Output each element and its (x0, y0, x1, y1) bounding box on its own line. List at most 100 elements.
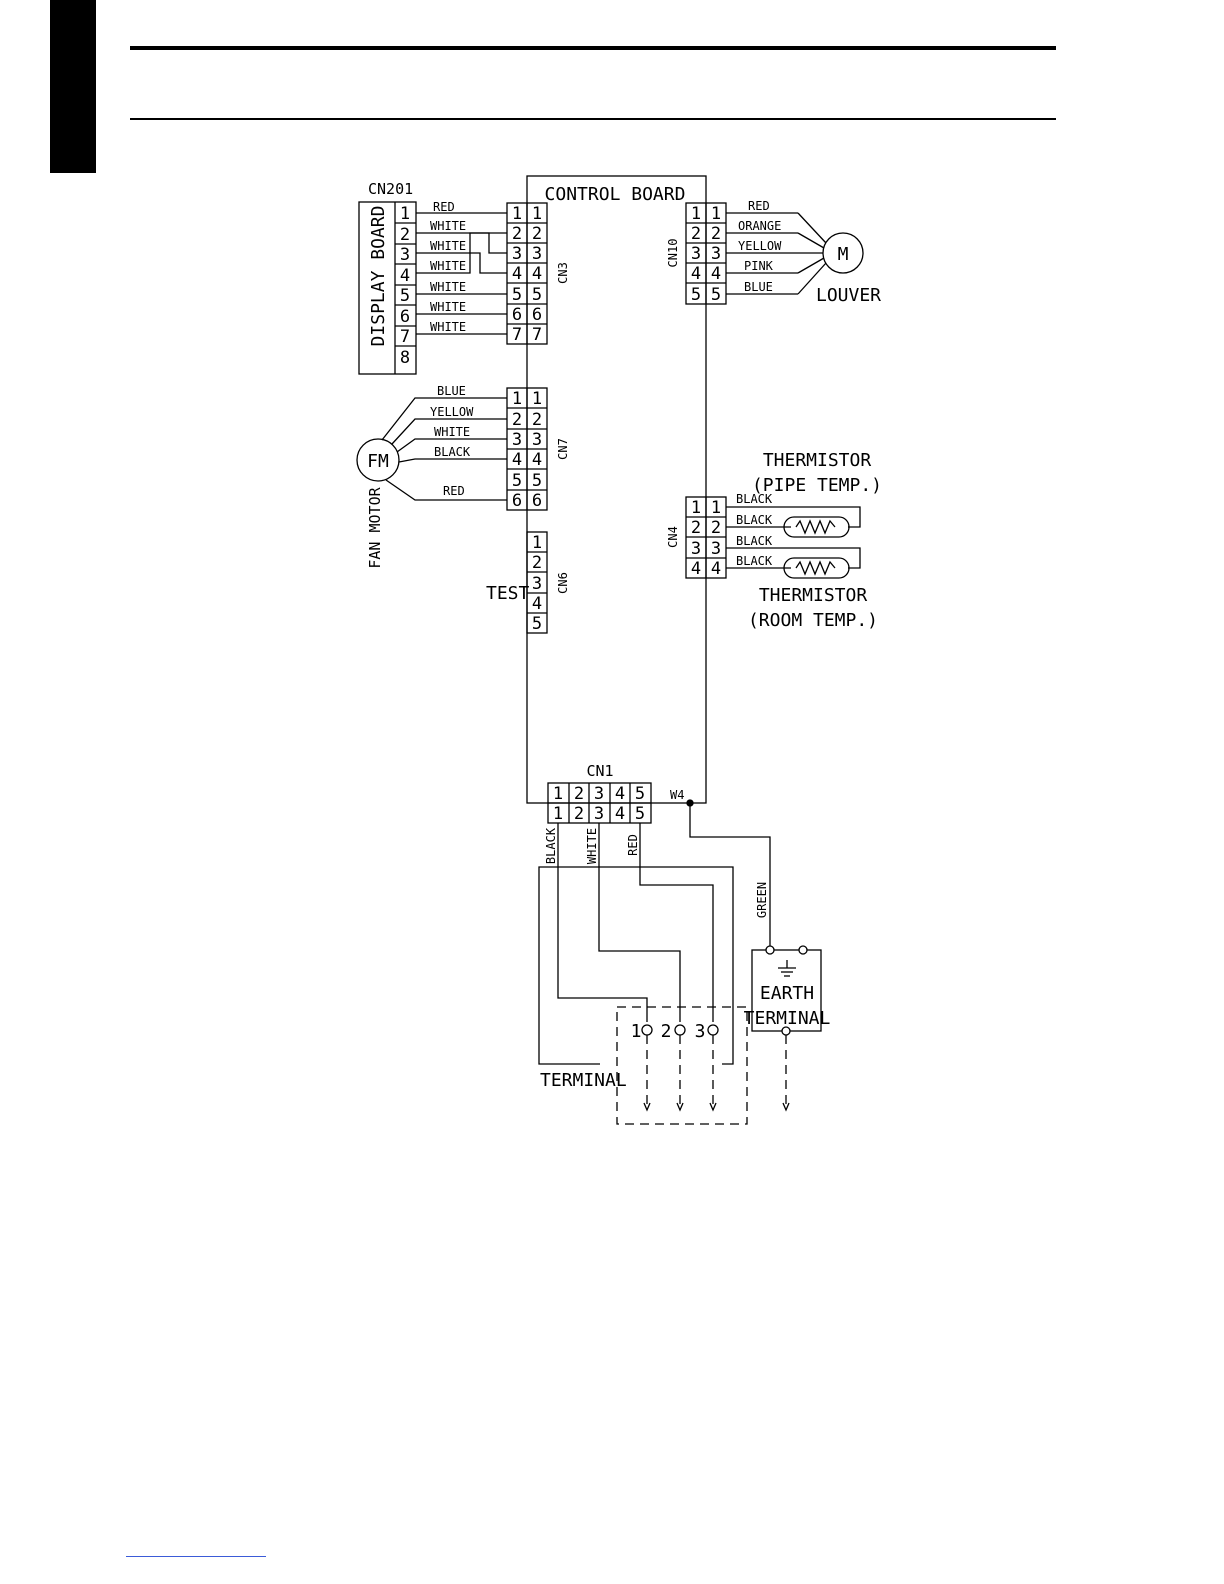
svg-text:2: 2 (532, 224, 542, 244)
svg-text:1: 1 (512, 204, 522, 224)
svg-text:4: 4 (512, 264, 522, 284)
svg-text:3: 3 (532, 244, 542, 264)
svg-text:1: 1 (553, 804, 563, 824)
cn3-connector: 1 1 2 2 3 3 4 4 5 5 6 6 7 7 CN3 (506, 202, 570, 345)
cn6-connector: 1 2 3 4 5 CN6 TEST (486, 531, 570, 634)
ground-wire: GREEN (689, 803, 771, 946)
control-board-label: CONTROL BOARD (545, 184, 686, 205)
svg-text:5: 5 (532, 285, 542, 305)
wire-label: RED (748, 199, 770, 213)
svg-text:4: 4 (711, 559, 721, 579)
terminal-label: TERMINAL (540, 1070, 627, 1091)
svg-text:FM: FM (367, 451, 389, 472)
wire-label: WHITE (434, 425, 470, 439)
wire-label: YELLOW (430, 405, 474, 419)
svg-text:2: 2 (532, 553, 542, 573)
svg-text:7: 7 (512, 325, 522, 345)
display-board-pins: 1 2 3 4 5 6 7 8 (395, 204, 416, 368)
wire-label: WHITE (430, 259, 466, 273)
svg-text:4: 4 (711, 264, 721, 284)
svg-text:3: 3 (594, 784, 604, 804)
cn1-label: CN1 (586, 762, 613, 780)
display-board-outline (358, 201, 417, 375)
terminal-number: 3 (695, 1021, 706, 1042)
cn4-connector: 1 1 2 2 3 3 4 4 CN4 (666, 496, 727, 579)
wire-label: PINK (744, 259, 774, 273)
footer-rule (126, 1556, 266, 1557)
wire-label: GREEN (755, 882, 769, 918)
wire-label: WHITE (430, 320, 466, 334)
svg-text:6: 6 (532, 491, 542, 511)
svg-text:1: 1 (553, 784, 563, 804)
cn201-pin: 1 (400, 204, 410, 224)
svg-text:5: 5 (635, 804, 645, 824)
thermistor-pipe-icon: THERMISTOR (PIPE TEMP.) (752, 450, 882, 538)
louver-label: LOUVER (816, 285, 881, 306)
svg-text:5: 5 (512, 471, 522, 491)
svg-text:4: 4 (512, 450, 522, 470)
cn201-pin: 4 (400, 266, 410, 286)
svg-text:3: 3 (594, 804, 604, 824)
wire-label: RED (433, 200, 455, 214)
fan-motor-label: FAN MOTOR (366, 486, 384, 568)
svg-text:1: 1 (532, 389, 542, 409)
svg-text:1: 1 (691, 498, 701, 518)
svg-text:6: 6 (512, 305, 522, 325)
svg-text:2: 2 (711, 518, 721, 538)
svg-text:7: 7 (532, 325, 542, 345)
cn3-wires: RED WHITE WHITE WHITE WHITE WHITE WHITE (416, 200, 507, 335)
cn4-wires: BLACK BLACK BLACK BLACK (726, 492, 861, 569)
control-board-outline (526, 175, 707, 804)
cn201-pin: 8 (400, 348, 410, 368)
wire-label: BLUE (437, 384, 466, 398)
louver-motor-icon: M LOUVER (816, 232, 881, 306)
svg-text:1: 1 (532, 533, 542, 553)
svg-text:2: 2 (574, 784, 584, 804)
svg-text:4: 4 (691, 559, 701, 579)
wire-label: BLACK (736, 554, 773, 568)
wire-label: BLACK (434, 445, 471, 459)
svg-text:2: 2 (512, 224, 522, 244)
cn4-label: CN4 (666, 526, 680, 548)
wire-label: RED (443, 484, 465, 498)
svg-text:4: 4 (532, 264, 542, 284)
svg-text:3: 3 (532, 430, 542, 450)
test-label: TEST (486, 583, 530, 604)
svg-text:3: 3 (512, 430, 522, 450)
terminal-number: 2 (661, 1021, 672, 1042)
cn1-connector: CN1 1 2 3 4 5 1 2 3 4 5 W4 (547, 762, 694, 824)
terminal-number: 1 (631, 1021, 642, 1042)
svg-text:1: 1 (532, 204, 542, 224)
svg-text:3: 3 (691, 539, 701, 559)
wire-label: YELLOW (738, 239, 782, 253)
cn201-pin: 5 (400, 286, 410, 306)
earth-terminal-label: EARTH (760, 983, 814, 1004)
sub-rule (130, 118, 1056, 120)
svg-text:5: 5 (532, 614, 542, 634)
svg-text:3: 3 (711, 539, 721, 559)
thermistor-pipe-sublabel: (PIPE TEMP.) (752, 475, 882, 496)
display-board-label: DISPLAY BOARD (368, 206, 389, 347)
wire-label: BLACK (736, 534, 773, 548)
svg-text:1: 1 (691, 204, 701, 224)
svg-text:4: 4 (691, 264, 701, 284)
cn3-label: CN3 (556, 262, 570, 284)
svg-text:5: 5 (711, 285, 721, 305)
svg-text:6: 6 (532, 305, 542, 325)
wire-label: BLACK (544, 827, 558, 864)
cn1-wires: BLACK WHITE RED (538, 823, 734, 1065)
cn201-pin: 6 (400, 307, 410, 327)
cn201-pin: 3 (400, 245, 410, 265)
earth-terminal: EARTH TERMINAL (744, 945, 831, 1112)
svg-text:2: 2 (691, 518, 701, 538)
wire-label: WHITE (430, 219, 466, 233)
svg-text:1: 1 (711, 204, 721, 224)
top-rule (130, 46, 1056, 50)
svg-text:2: 2 (512, 410, 522, 430)
wire-label: BLUE (744, 280, 773, 294)
svg-text:2: 2 (532, 410, 542, 430)
wire-label: BLACK (736, 492, 773, 506)
svg-text:1: 1 (711, 498, 721, 518)
svg-text:3: 3 (711, 244, 721, 264)
cn10-label: CN10 (666, 239, 680, 268)
